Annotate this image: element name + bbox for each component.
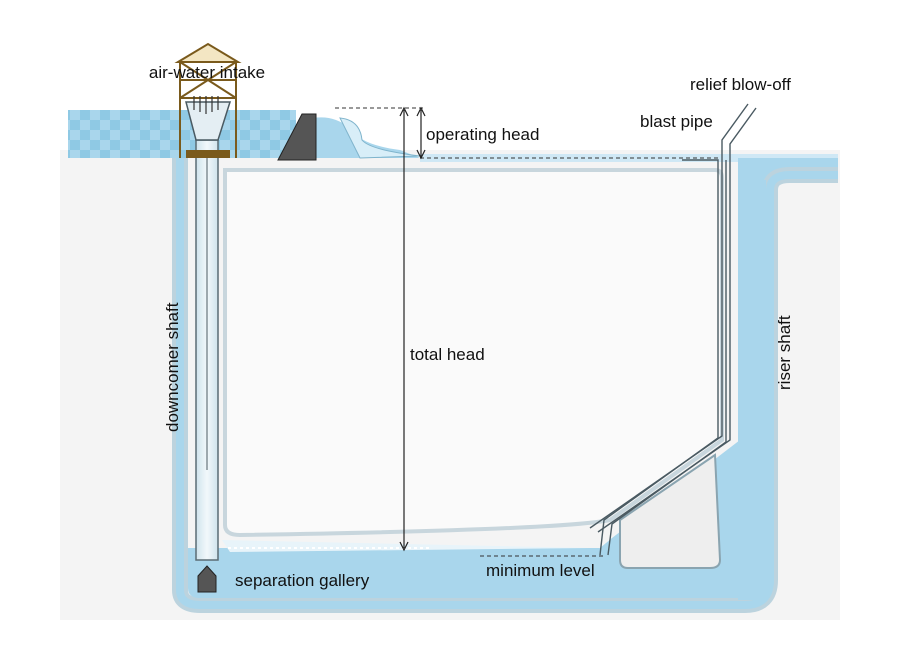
- label-blast-pipe: blast pipe: [640, 112, 713, 131]
- label-downcomer-shaft: downcomer shaft: [163, 302, 182, 432]
- riser-shaft-water: [738, 180, 766, 600]
- intake-tower: [174, 42, 242, 158]
- label-riser-shaft: riser shaft: [775, 315, 794, 390]
- label-air-water-intake: air-water intake: [149, 63, 265, 82]
- label-minimum-level: minimum level: [486, 561, 595, 580]
- intake-funnel: [185, 101, 232, 141]
- gallery-outlet: [197, 565, 217, 593]
- operating-head-arrow: [416, 106, 426, 160]
- rock-pillar: [619, 453, 722, 569]
- label-separation-gallery: separation gallery: [235, 571, 370, 590]
- label-operating-head: operating head: [426, 125, 539, 144]
- air-tubes: [193, 96, 219, 114]
- dam: [277, 113, 317, 161]
- label-relief-blow-off: relief blow-off: [690, 75, 791, 94]
- separation-gallery-water: [188, 430, 752, 598]
- intake-base: [186, 150, 230, 158]
- total-head-arrow: [399, 106, 409, 552]
- label-total-head: total head: [410, 345, 485, 364]
- relief-blow-off-pipe: [589, 103, 757, 533]
